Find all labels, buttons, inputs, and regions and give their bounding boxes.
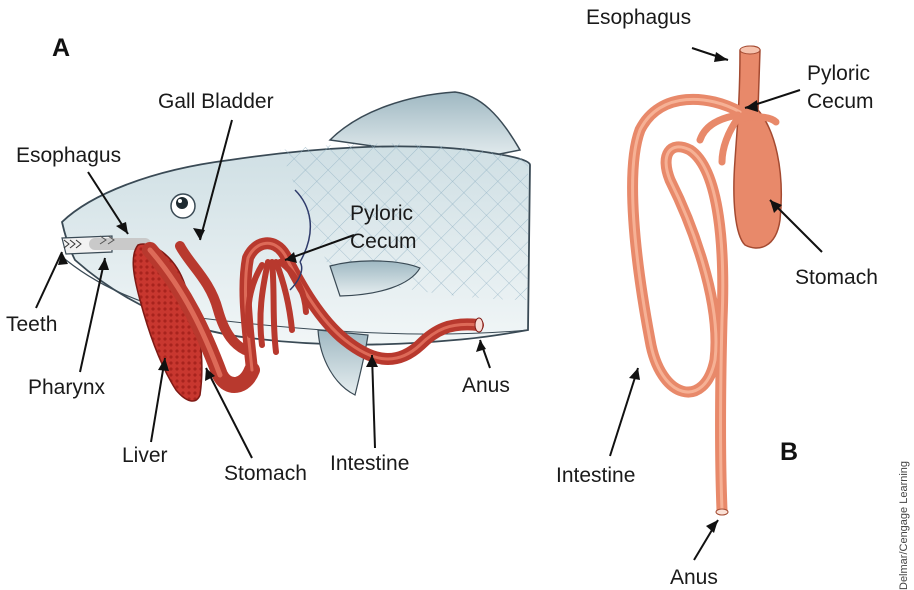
panel-a-letter: A [52, 34, 70, 62]
label-gall-bladder: Gall Bladder [158, 90, 274, 113]
label-pharynx: Pharynx [28, 376, 106, 399]
label-pyloric-b-1: Pyloric [807, 62, 870, 85]
label-anus-b: Anus [670, 566, 718, 589]
eye [171, 194, 195, 218]
label-pyloric-a-2: Cecum [350, 230, 417, 253]
label-esophagus-a: Esophagus [16, 144, 121, 167]
label-esophagus-b: Esophagus [586, 6, 691, 29]
label-liver: Liver [122, 444, 168, 467]
label-intestine-a: Intestine [330, 452, 409, 475]
panel-b-letter: B [780, 438, 798, 466]
label-pyloric-a-1: Pyloric [350, 202, 413, 225]
label-teeth: Teeth [6, 313, 57, 336]
label-pyloric-b-2: Cecum [807, 90, 874, 113]
panel-a [60, 92, 530, 401]
panel-b [633, 46, 782, 515]
stomach-b [734, 46, 781, 248]
label-intestine-b: Intestine [556, 464, 635, 487]
label-stomach-b: Stomach [795, 266, 878, 289]
label-anus-a: Anus [462, 374, 510, 397]
label-stomach-a: Stomach [224, 462, 307, 485]
image-credit: Delmar/Cengage Learning [898, 461, 910, 590]
